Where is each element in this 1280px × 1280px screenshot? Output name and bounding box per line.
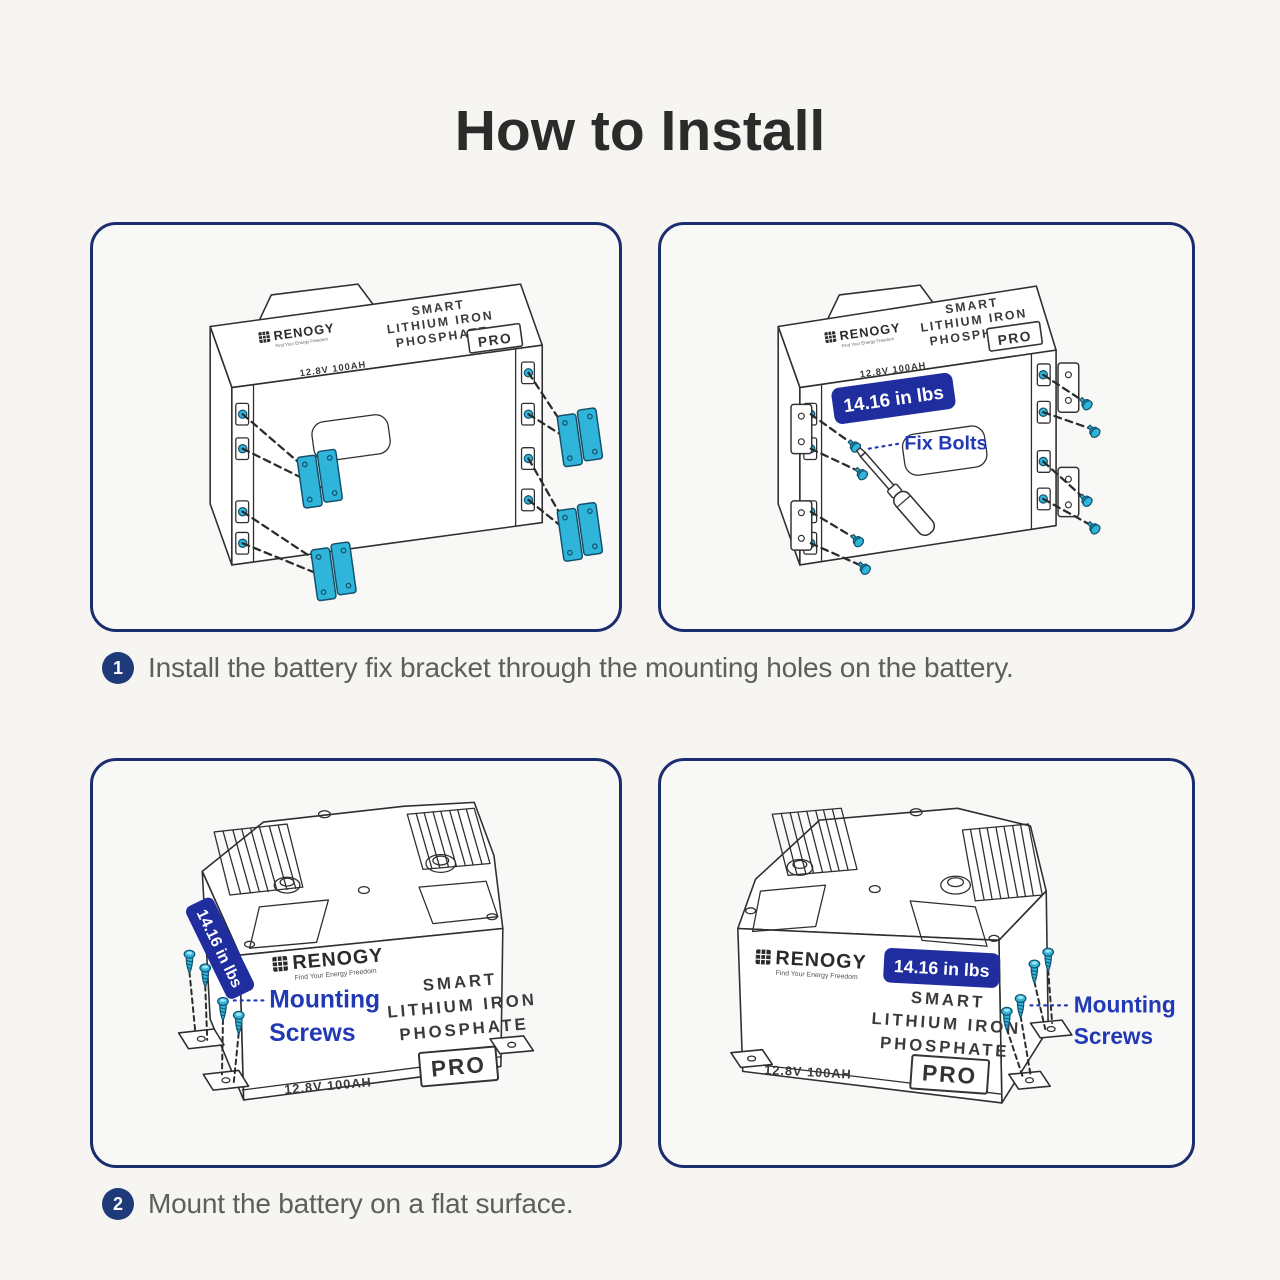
mounting-screws-label-line2: Screws	[1074, 1023, 1153, 1049]
step-2: 2 Mount the battery on a flat surface.	[102, 1188, 574, 1220]
front-slot	[901, 425, 988, 476]
battery-terminals	[786, 858, 971, 895]
screw-guide-lines	[188, 970, 240, 1084]
panel-3-illustration: 12.8V 100AH Mounting Screws	[177, 801, 540, 1101]
panel-1-illustration: RENOGY Find Your Energy Freedom RENOGY F…	[209, 283, 604, 602]
screwdriver-icon	[855, 447, 936, 537]
top-face-details	[244, 810, 499, 949]
step-1-text: Install the battery fix bracket through …	[148, 652, 1014, 683]
mounting-feet	[177, 1028, 535, 1091]
bolt-guide-lines	[809, 373, 1093, 568]
step-1: 1 Install the battery fix bracket throug…	[102, 652, 1014, 684]
step-1-number: 1	[102, 652, 134, 684]
rail-fixtures	[235, 361, 535, 555]
step-2-text: Mount the battery on a flat surface.	[148, 1188, 574, 1219]
top-rib-left	[213, 823, 304, 896]
panel-2-illustration: 12.8V 100AH Fix Bolts	[777, 284, 1103, 577]
mounting-screws-label-line1: Mounting	[1074, 991, 1176, 1017]
battery-terminals	[273, 853, 457, 894]
top-face-details	[745, 808, 1000, 947]
panel-install-brackets: RENOGY Find Your Energy Freedom RENOGY F…	[90, 222, 622, 632]
top-rib-right	[406, 807, 491, 871]
panel-mount-right-view: 12.8V 100AH Mounting Screws	[658, 758, 1195, 1168]
fix-bolts-leader	[867, 442, 900, 450]
page-title: How to Install	[454, 99, 826, 163]
top-rib-right	[961, 823, 1043, 902]
screw-guide-lines	[1005, 968, 1054, 1081]
front-slot	[311, 414, 391, 462]
battery-front-face	[231, 344, 544, 566]
fix-bolts-label: Fix Bolts	[904, 433, 987, 455]
mounting-screws-label-line2: Screws	[269, 1020, 355, 1047]
battery-top-face	[737, 807, 1048, 942]
battery-mounted: 12.8V 100AH	[177, 801, 540, 1101]
panel-4-illustration: 12.8V 100AH Mounting Screws	[730, 807, 1176, 1104]
panel-mount-left-view: 12.8V 100AH Mounting Screws	[90, 758, 622, 1168]
battery-spec: 12.8V 100AH	[764, 1062, 852, 1082]
battery-top-face	[201, 801, 504, 956]
battery-mounted: 12.8V 100AH	[730, 807, 1073, 1104]
top-rib-left	[771, 807, 858, 876]
battery-isometric: 12.8V 100AH	[209, 283, 544, 566]
panel-fix-bolts: 12.8V 100AH Fix Bolts	[658, 222, 1195, 632]
mounting-screws-label-line1: Mounting	[269, 986, 380, 1013]
step-2-number: 2	[102, 1188, 134, 1220]
